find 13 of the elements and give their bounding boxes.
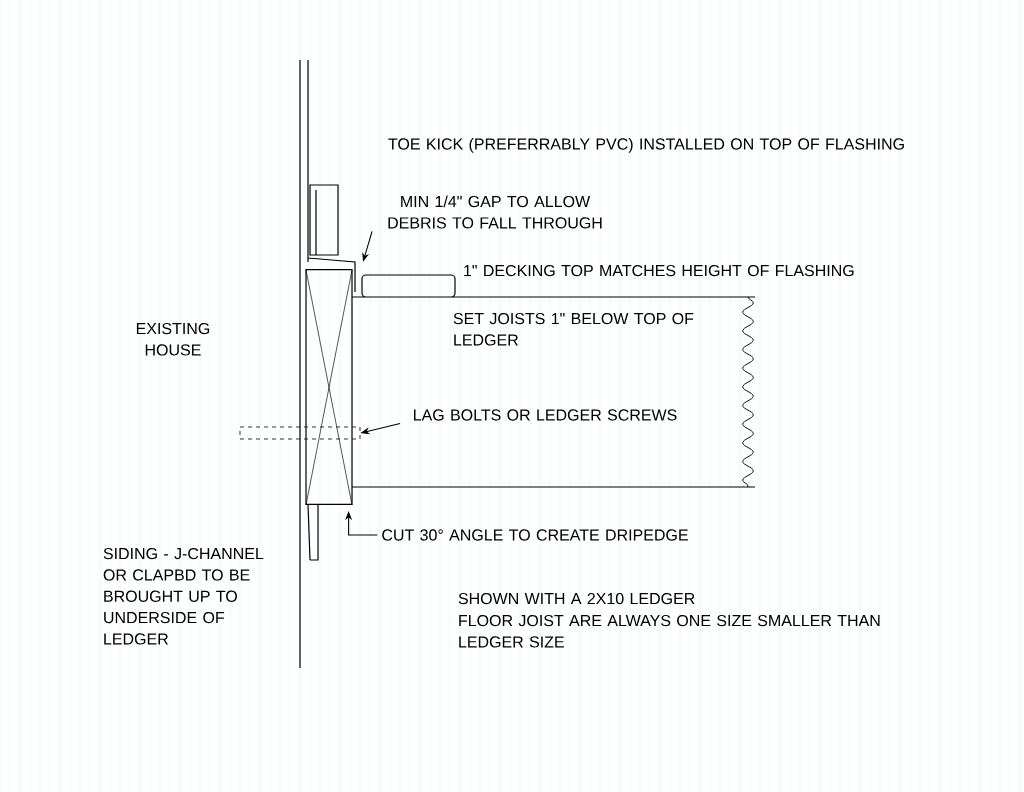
- note-text: TOE KICK (PREFERRABLY PVC) INSTALLED ON TOP OF FLASHING: [388, 137, 904, 153]
- note-text: FLOOR JOIST ARE ALWAYS ONE SIZE SMALLER THAN LEDGER SIZE: [459, 614, 880, 648]
- note-text: SHOWN WITH A 2X10 LEDGER: [458, 592, 695, 605]
- note-text: MIN 1/4" GAP TO ALLOW DEBRIS TO FALL THROUGH: [388, 195, 602, 229]
- note-text: SET JOISTS 1" BELOW TOP OF LEDGER: [453, 312, 694, 346]
- note-text: LAG BOLTS OR LEDGER SCREWS: [414, 409, 677, 421]
- leader-arrow: [362, 230, 373, 262]
- note-text: 1" DECKING TOP MATCHES HEIGHT OF FLASHING: [464, 264, 854, 277]
- bolt: [239, 426, 361, 440]
- note-text: SIDING - J-CHANNEL OR CLAPBD TO BE BROUGHT UP TO UNDERSIDE OF LEDGER: [103, 547, 264, 645]
- ledger-board: [305, 269, 353, 506]
- note-text: EXISTING HOUSE: [136, 322, 210, 356]
- note-text: CUT 30° ANGLE TO CREATE DRIPEDGE: [382, 529, 688, 541]
